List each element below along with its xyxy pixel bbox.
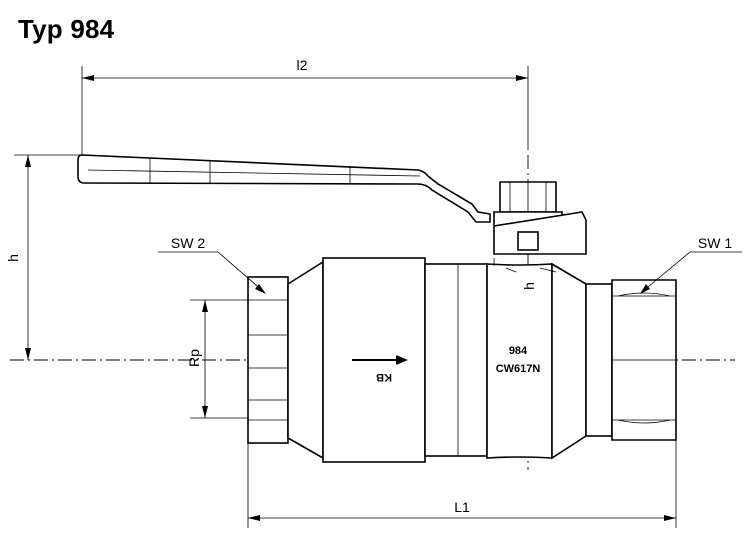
type-number-mark: 984	[509, 345, 528, 357]
stem-nut	[493, 181, 587, 255]
flow-arrow	[352, 355, 408, 365]
material-mark: CW617N	[496, 363, 541, 375]
kb-mark: KB	[376, 371, 392, 383]
dimension-h: h	[5, 154, 82, 360]
dimension-rp: Rp	[186, 299, 248, 419]
label-rp: Rp	[186, 349, 202, 367]
page-title: Typ 984	[18, 14, 115, 44]
label-h: h	[5, 254, 21, 262]
label-l2: l2	[297, 57, 308, 73]
dimension-l2: l2	[81, 57, 529, 155]
label-l1: L1	[454, 499, 470, 515]
lever-handle	[77, 154, 491, 223]
inner-h-marker: h	[505, 267, 557, 290]
right-end-connector	[585, 279, 677, 441]
dimension-l1: L1	[247, 440, 677, 528]
valve-body	[322, 257, 587, 463]
left-end-connector	[247, 260, 324, 460]
sw1-leader: SW 1	[640, 235, 742, 294]
label-h-inner: h	[521, 282, 537, 290]
sw2-leader: SW 2	[158, 235, 266, 294]
label-sw1: SW 1	[698, 235, 732, 251]
label-sw2: SW 2	[171, 235, 205, 251]
